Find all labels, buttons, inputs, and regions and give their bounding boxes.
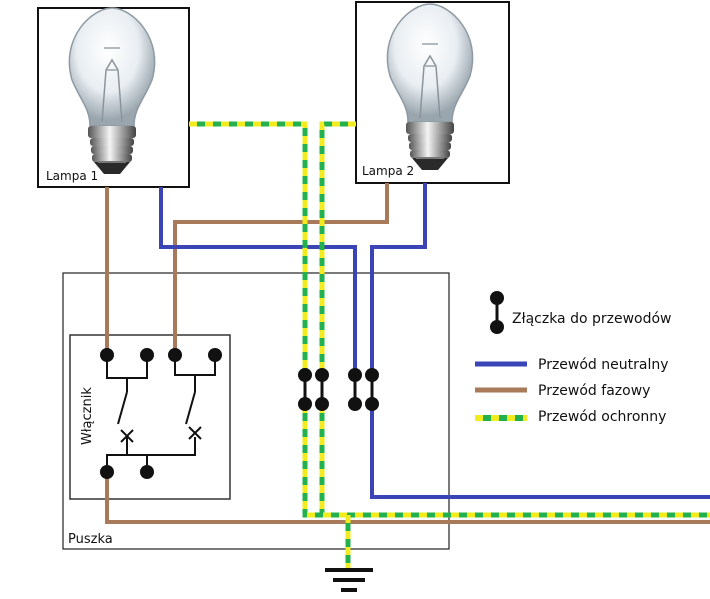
phase-wire-supply bbox=[105, 472, 710, 524]
switch-terminals bbox=[100, 348, 222, 479]
neutral-wires bbox=[159, 183, 710, 499]
junction-box-label: Puszka bbox=[68, 532, 113, 547]
legend-connector-icon bbox=[490, 291, 504, 334]
phase-wire-lamp2 bbox=[173, 183, 389, 355]
neutral-wire-lamp1 bbox=[159, 187, 357, 375]
protective-wire-lamp2 bbox=[319, 121, 356, 375]
protective-wire-supply bbox=[302, 405, 710, 518]
lamp-2: Lampa 2 bbox=[355, 1, 510, 184]
wire-connector-icon bbox=[315, 368, 329, 411]
switch-contacts bbox=[120, 426, 202, 443]
protective-wire-lamp1 bbox=[189, 121, 308, 375]
legend: Złączka do przewodów Przewód neutralny P… bbox=[475, 291, 672, 425]
switch-frame bbox=[69, 334, 231, 500]
phase-wires bbox=[105, 183, 710, 524]
wire-connectors bbox=[298, 368, 379, 411]
wire-connector-icon bbox=[298, 368, 312, 411]
lamp-1-label: Lampa 1 bbox=[46, 169, 98, 183]
protective-wires bbox=[189, 121, 710, 568]
switch-label: Włącznik bbox=[80, 387, 95, 445]
wire-connector-icon bbox=[365, 368, 379, 411]
lamp-1: Lampa 1 bbox=[37, 7, 190, 188]
lamp-2-label: Lampa 2 bbox=[362, 164, 414, 178]
legend-neutral-label: Przewód neutralny bbox=[538, 357, 669, 373]
ground-symbol-icon bbox=[325, 568, 373, 592]
switch-mechanism bbox=[106, 355, 216, 472]
wire-connector-icon bbox=[348, 368, 362, 411]
neutral-wire-supply bbox=[370, 405, 710, 499]
junction-box bbox=[62, 272, 450, 550]
legend-phase-label: Przewód fazowy bbox=[538, 383, 650, 399]
neutral-wire-lamp2 bbox=[370, 183, 427, 375]
legend-protective-label: Przewód ochronny bbox=[538, 409, 666, 425]
legend-connector-label: Złączka do przewodów bbox=[512, 311, 672, 327]
